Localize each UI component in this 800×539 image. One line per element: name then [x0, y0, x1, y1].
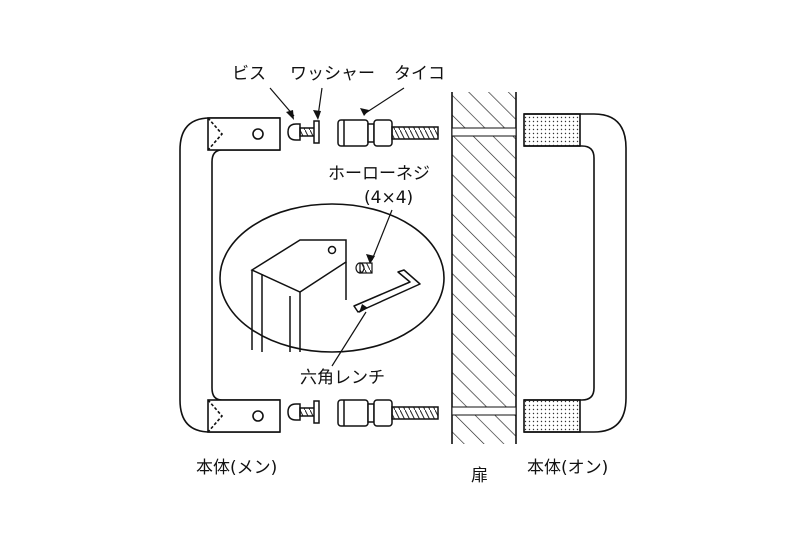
label-anchor: タイコ — [394, 64, 445, 84]
label-set-screw-size: (4×4) — [364, 188, 414, 208]
leader-anchor — [363, 87, 405, 115]
label-door: 扉 — [471, 466, 488, 486]
fastener-set-bottom — [287, 399, 439, 427]
label-body-male: 本体(メン) — [196, 458, 278, 478]
label-body-female: 本体(オン) — [527, 458, 609, 478]
leader-hex-wrench — [331, 311, 367, 367]
label-hex-wrench: 六角レンチ — [300, 368, 385, 388]
leader-set-screw — [371, 209, 393, 261]
label-washer: ワッシャー — [290, 64, 375, 84]
handle-body-female — [523, 113, 627, 433]
label-set-screw: ホーローネジ — [328, 164, 430, 184]
label-screw: ビス — [232, 64, 266, 84]
detail-zoom-ellipse — [219, 203, 445, 353]
handle-body-male — [179, 117, 281, 433]
fastener-set-top — [287, 119, 439, 147]
door-section — [451, 92, 517, 444]
